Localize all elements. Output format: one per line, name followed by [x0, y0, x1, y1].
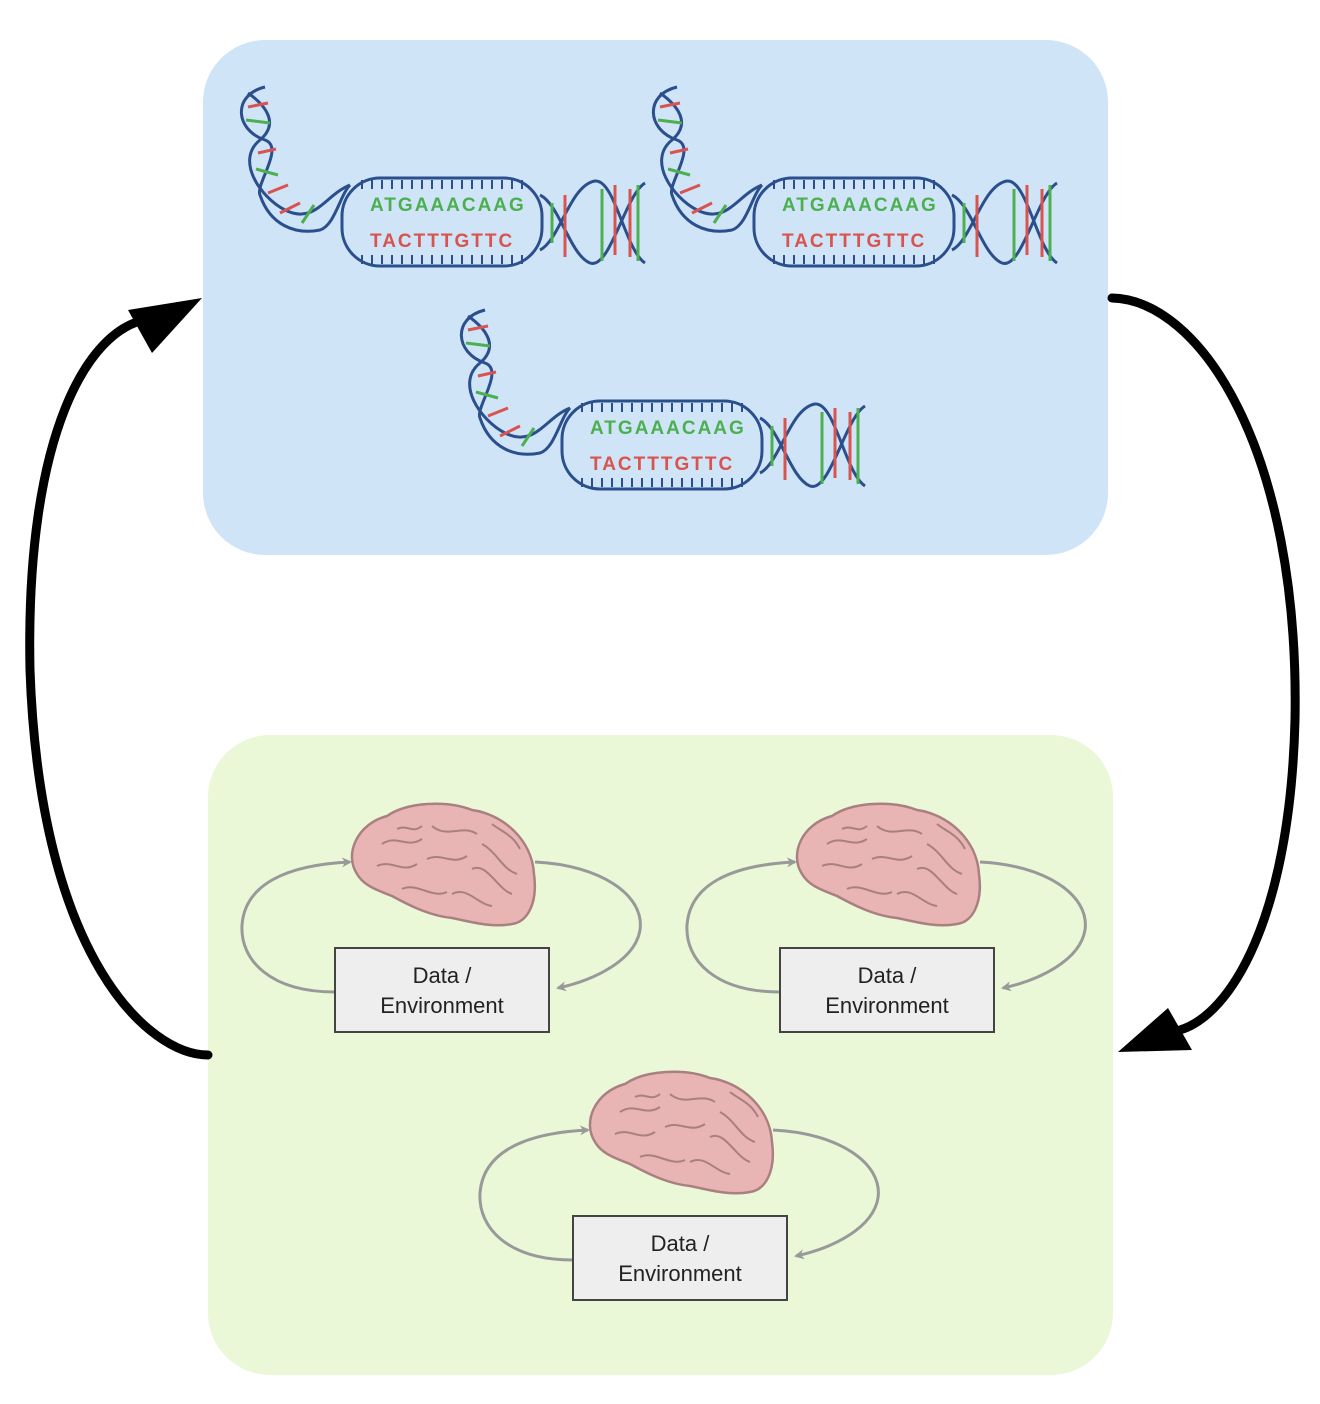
- learning-agent: Data / Environment: [685, 802, 1087, 1033]
- dna-bottom-sequence: TACTTTGTTC: [370, 231, 514, 252]
- feedback-arrow-in: [685, 857, 797, 994]
- dna-top-sequence: ATGAAACAAG: [782, 195, 938, 216]
- environment-label-line1: Data /: [651, 1231, 711, 1256]
- environment-label-line2: Environment: [825, 993, 949, 1018]
- brain-icon: [350, 802, 537, 927]
- environment-box: [779, 947, 995, 1033]
- evolution-arrow-down: [1107, 293, 1300, 1035]
- learning-agent: Data / Environment: [240, 802, 642, 1033]
- learning-agent: Data / Environment: [478, 1070, 880, 1301]
- feedback-arrow-in: [240, 857, 352, 994]
- dna-helix-icon: ATGAAACAAG TACTTTGTTC: [459, 308, 866, 491]
- environment-box: [572, 1215, 788, 1301]
- dna-strands: ATGAAACAAG TACTTTGTTC ATGAAACAAG TACTTTGTTC…: [239, 85, 1058, 491]
- environment-label-line1: Data /: [413, 963, 473, 988]
- dna-bottom-sequence: TACTTTGTTC: [782, 231, 926, 252]
- dna-top-sequence: ATGAAACAAG: [590, 418, 746, 439]
- dna-helix-icon: ATGAAACAAG TACTTTGTTC: [239, 85, 646, 268]
- evolution-arrowhead-down: [1118, 1008, 1192, 1052]
- dna-top-sequence: ATGAAACAAG: [370, 195, 526, 216]
- brain-icon: [795, 802, 982, 927]
- selection-arrow-up: [25, 315, 213, 1060]
- environment-label-line2: Environment: [618, 1261, 742, 1286]
- feedback-arrow-out: [772, 1128, 880, 1260]
- genome-panel: [203, 40, 1108, 555]
- dna-helix-icon: ATGAAACAAG TACTTTGTTC: [651, 85, 1058, 268]
- dna-bottom-sequence: TACTTTGTTC: [590, 454, 734, 475]
- environment-box: [334, 947, 550, 1033]
- environment-label-line2: Environment: [380, 993, 504, 1018]
- environment-label-line1: Data /: [858, 963, 918, 988]
- brain-icon: [588, 1070, 775, 1195]
- feedback-arrow-out: [534, 860, 642, 992]
- selection-arrowhead-up: [128, 298, 202, 353]
- feedback-arrow-out: [979, 860, 1087, 992]
- feedback-arrow-in: [478, 1125, 590, 1262]
